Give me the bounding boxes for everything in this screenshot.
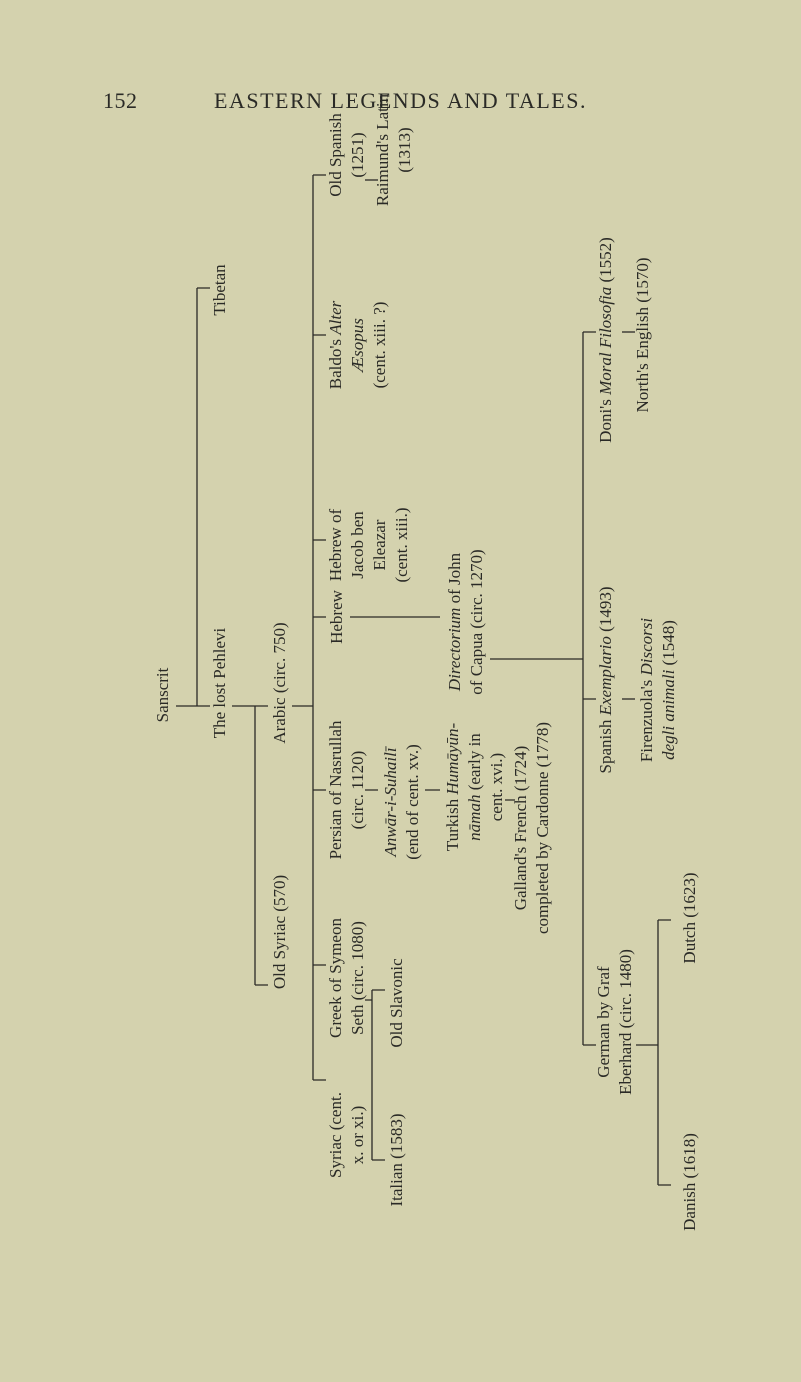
greek-connector	[365, 989, 385, 1161]
node-doni: Doni's Moral Filosofia (1552)	[596, 237, 615, 443]
persian-connectors	[365, 789, 515, 801]
arabic-connector	[292, 174, 326, 1081]
node-dutch: Dutch (1623)	[680, 872, 699, 964]
node-sanscrit: Sanscrit	[153, 667, 172, 723]
node-persian: Persian of Nasrullah(circ. 1120)	[326, 720, 367, 860]
page-number: 152	[103, 88, 138, 113]
node-old-syriac: Old Syriac (570)	[270, 874, 289, 990]
node-raimund: Raimund's Latin(1313)	[373, 93, 414, 207]
pehlevi-connector	[232, 705, 268, 986]
node-hebrew: Hebrew	[327, 590, 346, 644]
node-italian: Italian (1583)	[387, 1113, 406, 1207]
node-tibetan: Tibetan	[210, 264, 229, 316]
node-syriac: Syriac (cent.x. or xi.)	[326, 1092, 367, 1178]
node-anwar: Anwār-i-Suhailī(end of cent. xv.)	[381, 744, 422, 860]
node-pehlevi: The lost Pehlevi	[210, 627, 229, 739]
running-title: EASTERN LEGENDS AND TALES.	[214, 88, 587, 113]
node-spanish: Spanish Exemplario (1493)	[596, 586, 615, 774]
sanscrit-connector	[176, 287, 210, 707]
node-old-spanish: Old Spanish(1251)	[326, 113, 367, 197]
node-old-slavonic: Old Slavonic	[387, 958, 406, 1048]
node-arabic: Arabic (circ. 750)	[270, 622, 289, 744]
node-north: North's English (1570)	[633, 257, 652, 413]
directorium-connector	[490, 331, 596, 1046]
node-galland: Galland's French (1724)completed by Card…	[511, 722, 552, 934]
node-danish: Danish (1618)	[680, 1133, 699, 1231]
german-connector	[636, 919, 671, 1186]
